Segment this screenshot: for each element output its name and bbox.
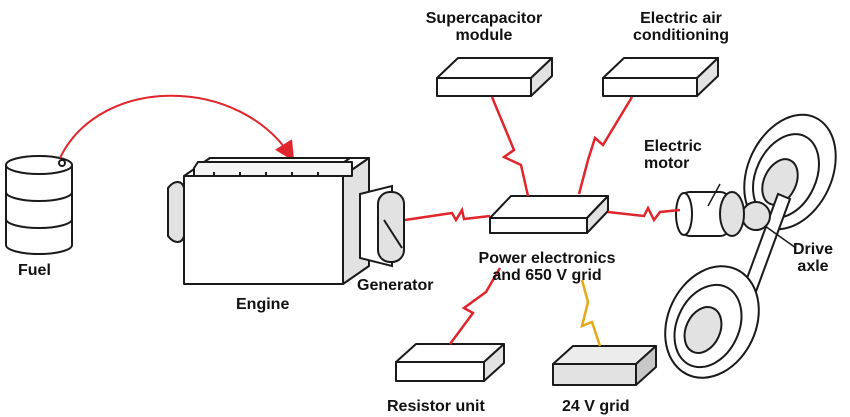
label-air-conditioning-line2: conditioning (633, 27, 729, 44)
label-drive-axle-line1: Drive (792, 241, 834, 258)
label-engine: Engine (236, 296, 290, 313)
air-conditioning-box (602, 57, 719, 97)
power-links (404, 96, 681, 345)
link-power-motor (607, 205, 681, 223)
label-electric-motor-line1: Electric (644, 138, 702, 155)
label-fuel: Fuel (18, 262, 51, 279)
link-24v-power (580, 279, 602, 347)
label-drive-axle: Drive axle (780, 241, 846, 275)
generator-unit (359, 184, 405, 268)
resistor-unit-box (395, 343, 505, 382)
label-electric-motor-line2: motor (644, 155, 690, 172)
link-generator-power (404, 206, 491, 223)
label-24v-grid: 24 V grid (562, 398, 630, 415)
label-electric-motor: Electric motor (644, 138, 702, 172)
label-power-electronics-line2: and 650 V grid (492, 267, 602, 284)
label-generator: Generator (357, 277, 434, 294)
grid-24v-box (552, 345, 657, 386)
link-resistor-power (448, 267, 502, 345)
leader-lines (707, 183, 797, 249)
label-resistor-unit: Resistor unit (387, 398, 485, 415)
label-air-conditioning-line1: Electric air (640, 10, 722, 27)
label-air-conditioning: Electric air conditioning (606, 10, 756, 44)
label-drive-axle-line2: axle (797, 258, 829, 275)
label-power-electronics-line1: Power electronics (478, 250, 616, 267)
fuel-barrel-icon (5, 155, 73, 255)
drive-axle-assembly (664, 113, 837, 379)
label-supercapacitor-line2: module (455, 27, 513, 44)
power-electronics-box (489, 195, 609, 234)
label-supercapacitor: Supercapacitor module (408, 10, 560, 44)
fuel-feed-arrow (59, 94, 295, 162)
supercapacitor-box (436, 57, 553, 97)
link-aircon-power (577, 96, 634, 195)
label-power-electronics: Power electronics and 650 V grid (455, 250, 639, 284)
engine-block (167, 157, 370, 285)
link-supercap-power (490, 96, 530, 197)
label-supercapacitor-line1: Supercapacitor (425, 10, 543, 27)
